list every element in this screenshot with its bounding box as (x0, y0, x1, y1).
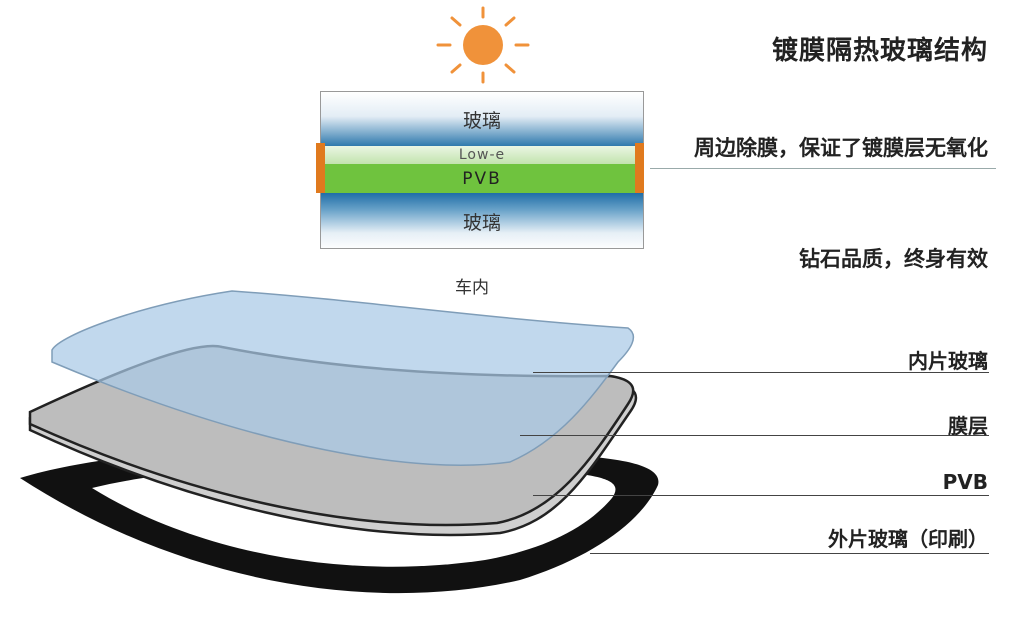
sun-icon (436, 6, 530, 84)
top-glass-layer: 玻璃 (321, 92, 643, 146)
inner-glass-sheet (51, 290, 635, 466)
low-e-layer: Low-e (321, 146, 643, 164)
interior-label: 车内 (455, 278, 489, 298)
pvb-layer: PVB (321, 164, 643, 193)
label-inner-glass: 内片玻璃 (908, 349, 988, 373)
leader-pvb (533, 495, 989, 496)
edge-seal-right (635, 143, 644, 193)
edge-seal-left (316, 143, 325, 193)
label-pvb: PVB (942, 470, 988, 494)
bottom-glass-layer: 玻璃 (321, 193, 643, 248)
leader-inner-glass (533, 372, 989, 373)
feature-edge-deletion: 周边除膜，保证了镀膜层无氧化 (694, 136, 988, 160)
label-outer-glass-print: 外片玻璃（印刷） (828, 527, 988, 551)
diagram-title: 镀膜隔热玻璃结构 (771, 36, 988, 66)
cross-section-panel: 玻璃 Low-e PVB 玻璃 (320, 91, 644, 249)
feature-divider (650, 168, 996, 169)
leader-film (520, 435, 989, 436)
label-film: 膜层 (948, 414, 988, 438)
leader-outer-glass (590, 553, 989, 554)
feature-diamond-quality: 钻石品质，终身有效 (799, 247, 988, 271)
